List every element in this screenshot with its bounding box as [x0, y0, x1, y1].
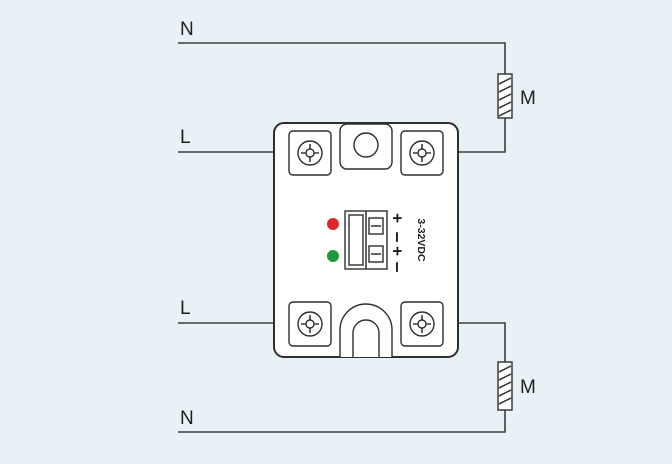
status-led-icon: [327, 218, 339, 230]
load-resistor-icon: [497, 361, 513, 411]
screw-terminal-icon: [297, 140, 323, 166]
screw-terminal-icon: [409, 311, 435, 337]
label-top-load: M: [520, 88, 536, 109]
label-bottom-neutral: N: [180, 408, 194, 429]
solid-state-relay: + – + – 3-32VDC: [273, 122, 459, 358]
wire-top-load: [455, 118, 506, 153]
terminal-bottom-right: [400, 301, 444, 347]
pin-minus-top: –: [389, 232, 408, 242]
status-led-icon: [327, 250, 339, 262]
terminal-top-left: [288, 130, 332, 176]
load-bottom: [497, 361, 513, 411]
wire-bottom-load: [455, 322, 506, 362]
load-resistor-icon: [497, 73, 513, 119]
pin-plus-top: +: [389, 213, 408, 223]
screw-terminal-icon: [297, 311, 323, 337]
screw-terminal-icon: [409, 140, 435, 166]
label-top-neutral: N: [180, 19, 194, 40]
control-connector-icon: [344, 210, 388, 270]
terminal-bottom-left: [288, 301, 332, 347]
pin-plus-bottom: +: [389, 246, 408, 256]
label-top-line: L: [180, 127, 191, 148]
pin-minus-bottom: –: [389, 262, 408, 272]
mounting-hole-top: [339, 123, 393, 170]
wire-bottom-neutral: [178, 410, 506, 433]
load-top: [497, 73, 513, 119]
terminal-top-right: [400, 130, 444, 176]
wires: [178, 42, 506, 433]
control-voltage-label: 3-32VDC: [415, 218, 427, 262]
label-bottom-line: L: [180, 298, 191, 319]
label-bottom-load: M: [520, 377, 536, 398]
wire-top-neutral: [178, 42, 506, 74]
mounting-slot-bottom: [339, 303, 393, 357]
